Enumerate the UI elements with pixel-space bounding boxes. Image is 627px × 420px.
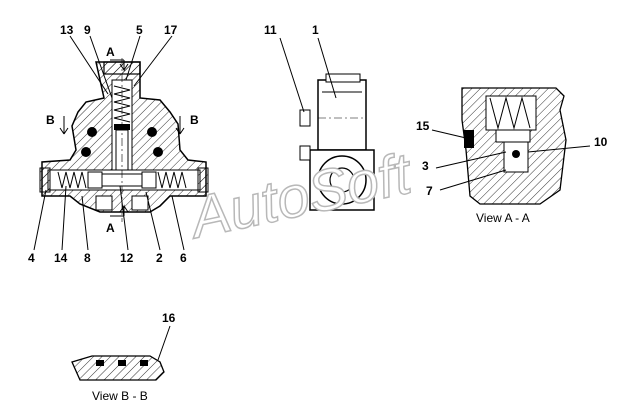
section-b-left-label: B (46, 113, 55, 127)
section-b-right-arrow (175, 127, 185, 135)
callout-3: 3 (422, 159, 429, 173)
callout-10: 10 (594, 135, 608, 149)
bottom-port-left (95, 195, 113, 211)
bolt-hole-upper-right (147, 127, 157, 137)
left-valve (87, 171, 103, 189)
leader-7 (439, 169, 507, 191)
view-aa (431, 87, 591, 205)
view-aa-bolt (464, 130, 474, 148)
left-spring (57, 171, 87, 189)
view-aa-ball (512, 150, 520, 158)
side-top-cap (325, 73, 361, 83)
leader-11 (279, 37, 305, 113)
side-stud-upper (299, 109, 311, 127)
callout-5: 5 (136, 23, 143, 37)
callout-17: 17 (164, 23, 178, 37)
right-valve (141, 171, 157, 189)
callout-11: 11 (264, 23, 277, 37)
callout-6: 6 (180, 251, 187, 265)
side-port-inner (329, 167, 355, 193)
callout-9: 9 (84, 23, 91, 37)
leader-15 (431, 129, 467, 139)
right-plug (197, 167, 209, 193)
callout-8: 8 (84, 251, 91, 265)
callout-4: 4 (28, 251, 35, 265)
section-a-bottom-label: A (106, 221, 115, 235)
callout-1: 1 (312, 23, 319, 37)
view-bb (71, 325, 171, 381)
section-b-left-arrow (59, 127, 69, 135)
callout-13: 13 (60, 23, 74, 37)
bolt-hole-lower-right (153, 147, 163, 157)
section-b-right-label: B (190, 113, 199, 127)
leader-16 (157, 325, 171, 361)
side-body-upper (317, 79, 367, 151)
view-bb-hole-1 (96, 360, 104, 366)
view-bb-label: View B - B (92, 389, 148, 403)
view-aa-seat (495, 129, 531, 143)
bolt-hole-upper-left (87, 127, 97, 137)
section-a-top-arrow (119, 60, 129, 72)
section-a-top-label: A (106, 45, 115, 59)
callout-16: 16 (162, 311, 176, 325)
callout-2: 2 (156, 251, 163, 265)
side-view (279, 37, 375, 211)
callout-15: 15 (416, 119, 430, 133)
callout-14: 14 (54, 251, 68, 265)
view-bb-hole-3 (140, 360, 148, 366)
section-a-bottom-arrow (119, 204, 129, 216)
leader-10 (527, 145, 591, 153)
left-plug (39, 167, 51, 193)
main-section-view: A A B B (33, 35, 209, 251)
bottom-port-right (131, 195, 149, 211)
callout-12: 12 (120, 251, 134, 265)
side-stud-lower (299, 145, 311, 161)
view-aa-spring (489, 96, 531, 130)
bolt-hole-lower-left (81, 147, 91, 157)
right-spring (157, 171, 187, 189)
view-aa-label: View A - A (476, 211, 530, 225)
view-bb-body (71, 355, 165, 381)
callout-7: 7 (426, 184, 433, 198)
leader-1 (317, 37, 337, 99)
leader-3 (435, 151, 507, 169)
view-bb-hole-2 (118, 360, 126, 366)
main-leader-lines (33, 35, 185, 251)
